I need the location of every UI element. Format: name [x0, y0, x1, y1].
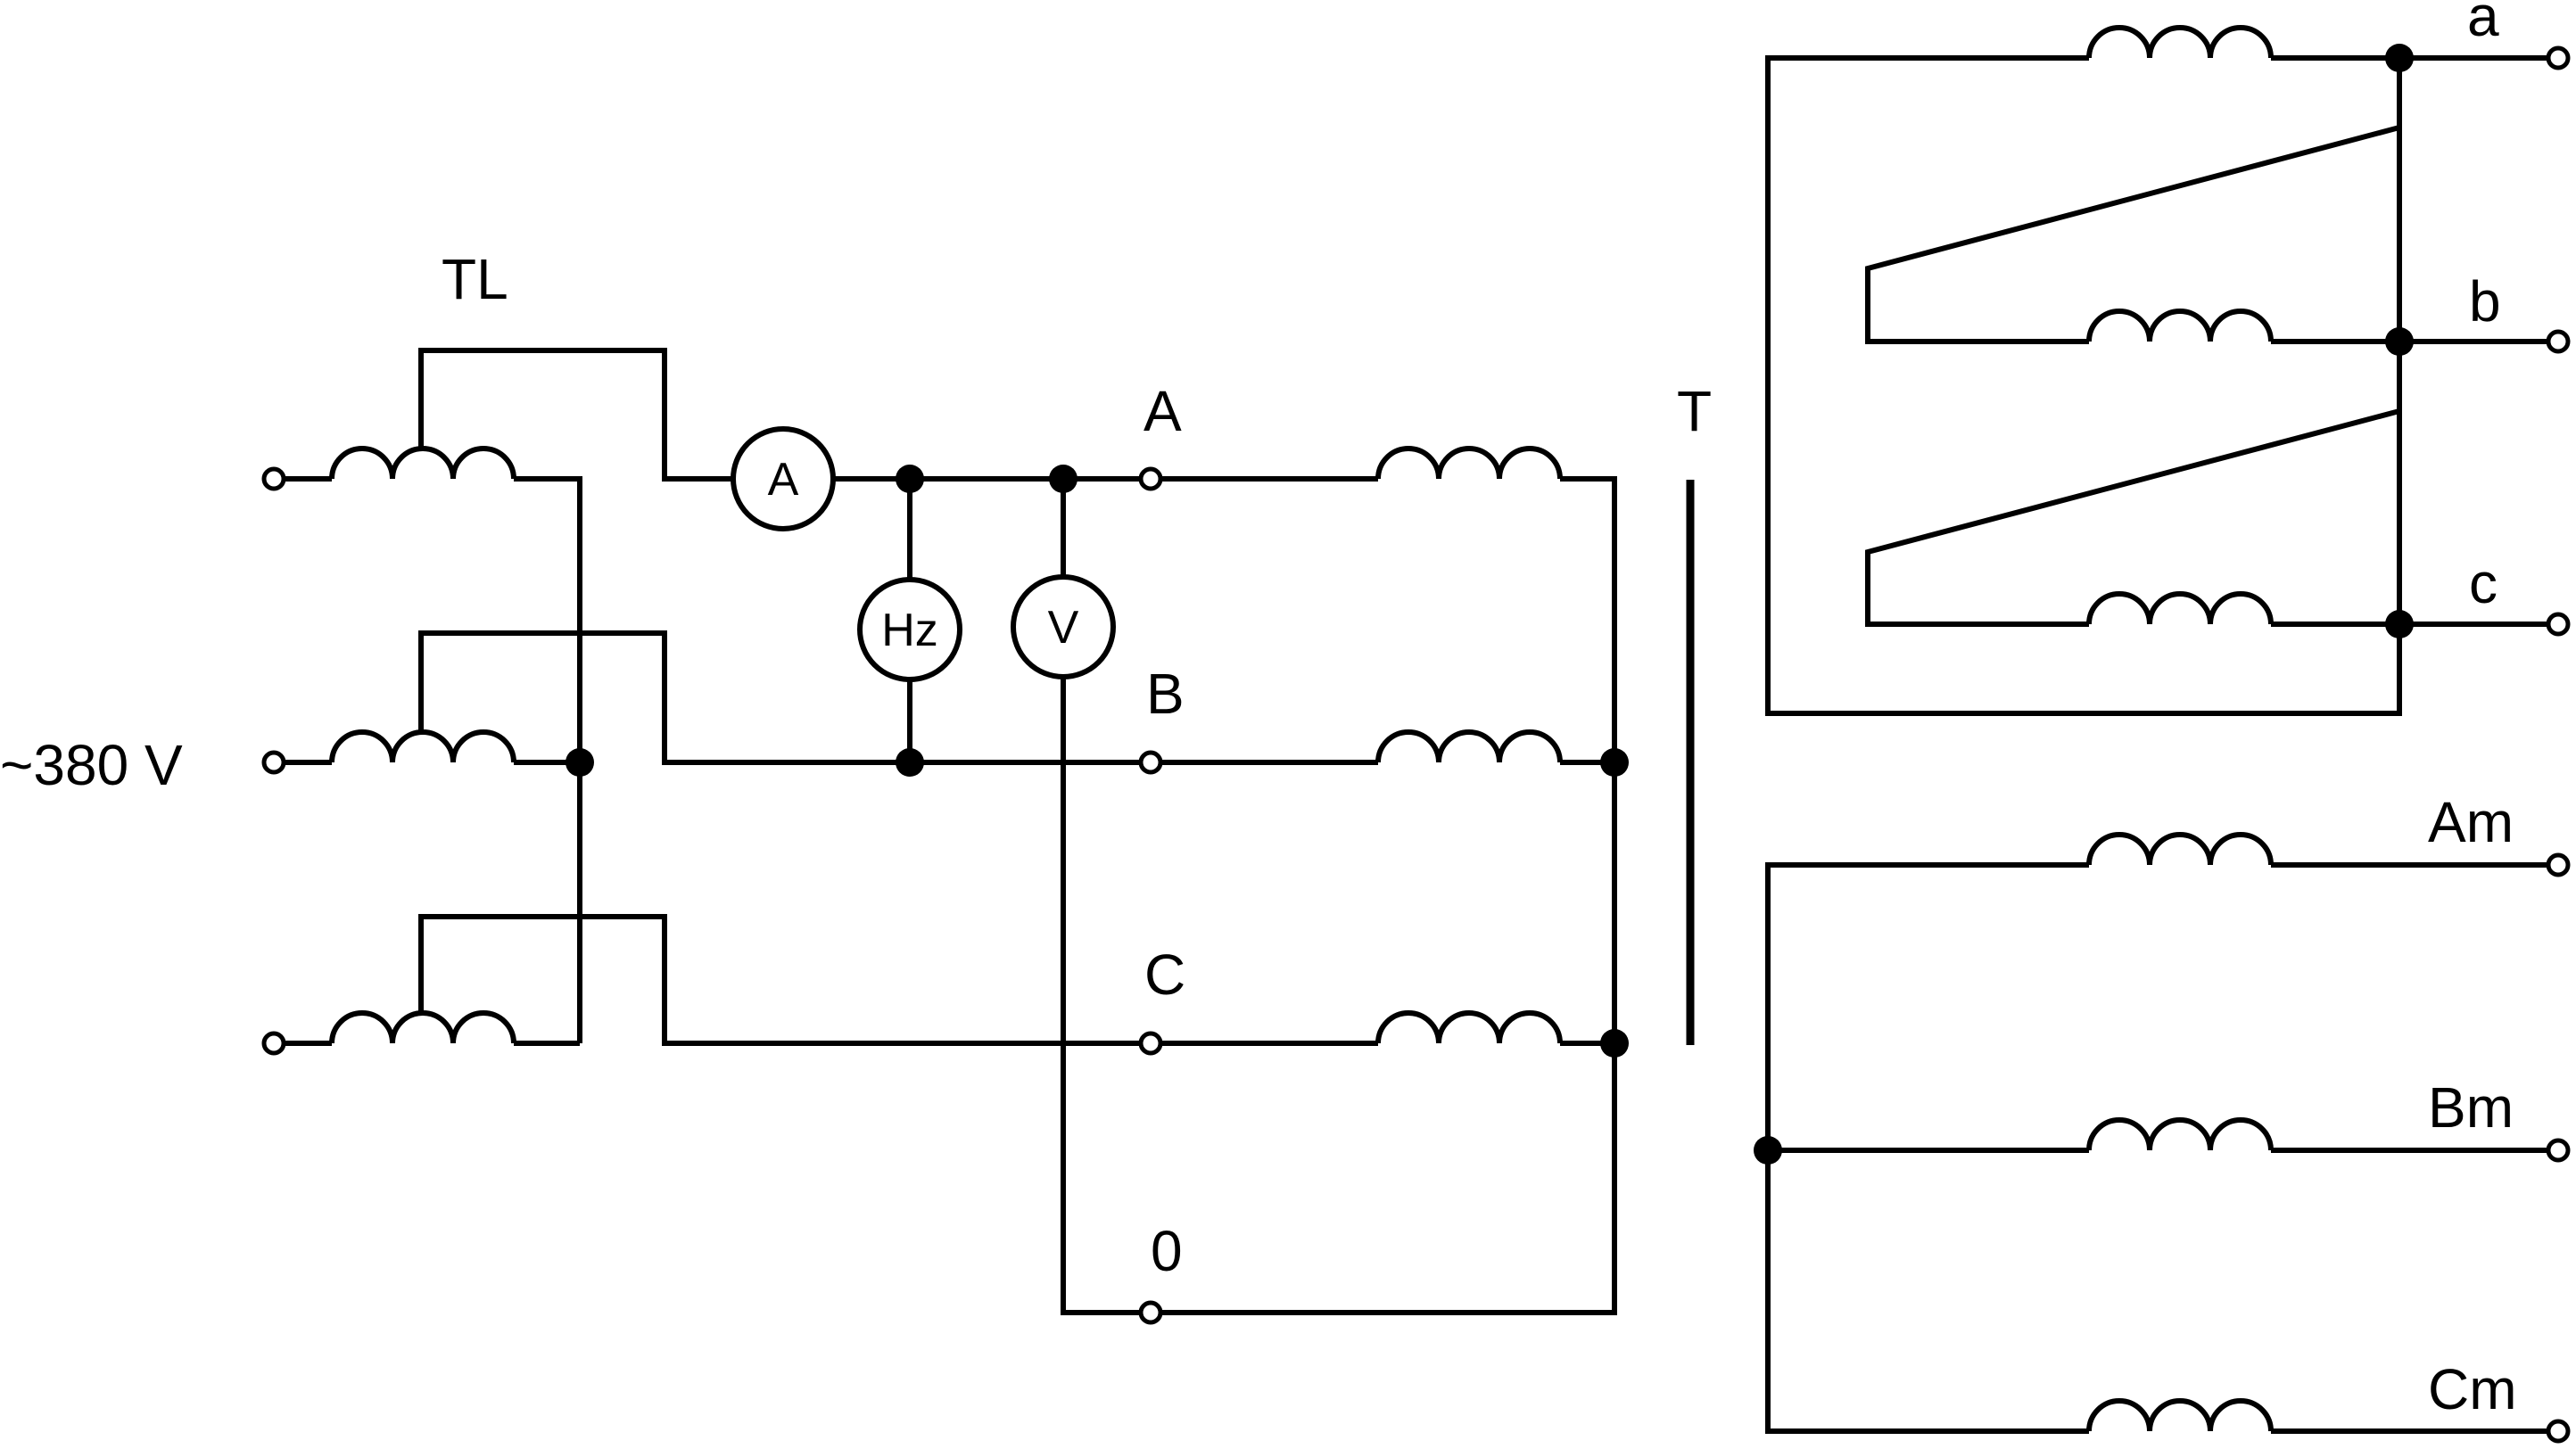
junction-dot	[1754, 1136, 1782, 1165]
junction-dot	[2385, 44, 2414, 72]
output-terminal-b	[2546, 329, 2571, 354]
supply-label: ~380 V	[0, 733, 183, 797]
instruments: A Hz V	[731, 426, 1151, 1315]
phase-b-label: B	[1146, 662, 1185, 726]
autotransformer-tl	[261, 348, 1151, 1056]
output-c-label: c	[2469, 551, 2498, 615]
output-terminal-am	[2546, 852, 2571, 877]
output-terminal-c	[2546, 612, 2571, 637]
junction-dot	[1049, 465, 1077, 493]
output-am-label: Am	[2428, 790, 2514, 854]
output-terminal-bm	[2546, 1138, 2571, 1163]
phase-c-label: C	[1144, 943, 1185, 1007]
secondary-zigzag	[1765, 25, 2571, 716]
transformer-primary	[1138, 446, 1629, 1325]
secondary-star	[1754, 832, 2571, 1444]
output-a-label: a	[2467, 0, 2499, 48]
output-terminal-cm	[2546, 1419, 2571, 1444]
neutral-label: 0	[1151, 1219, 1183, 1283]
terminal-c	[1138, 1031, 1163, 1056]
output-b-label: b	[2469, 269, 2501, 333]
input-terminal-3	[261, 1031, 286, 1056]
terminal-b	[1138, 750, 1163, 775]
autotransformer-label: TL	[442, 247, 508, 311]
junction-dot	[1600, 748, 1629, 777]
terminal-0	[1138, 1300, 1163, 1325]
output-bm-label: Bm	[2428, 1075, 2514, 1140]
input-terminal-2	[261, 750, 286, 775]
phase-a-label: A	[1144, 379, 1182, 443]
transformer-label: T	[1677, 379, 1712, 443]
ammeter-label: A	[768, 454, 799, 506]
frequency-meter: Hz	[857, 577, 962, 682]
terminal-a	[1138, 466, 1163, 491]
voltmeter-label: V	[1048, 602, 1079, 654]
junction-dot	[896, 465, 924, 493]
star-point-dot	[566, 748, 594, 777]
output-terminal-a	[2546, 45, 2571, 70]
junction-dot	[1600, 1029, 1629, 1058]
frequency-meter-label: Hz	[881, 605, 938, 656]
input-terminal-1	[261, 466, 286, 491]
ammeter: A	[731, 426, 836, 531]
output-cm-label: Cm	[2428, 1357, 2517, 1421]
junction-dot	[2385, 327, 2414, 356]
junction-dot	[2385, 610, 2414, 638]
junction-dot	[896, 748, 924, 777]
voltmeter: V	[1011, 574, 1116, 679]
